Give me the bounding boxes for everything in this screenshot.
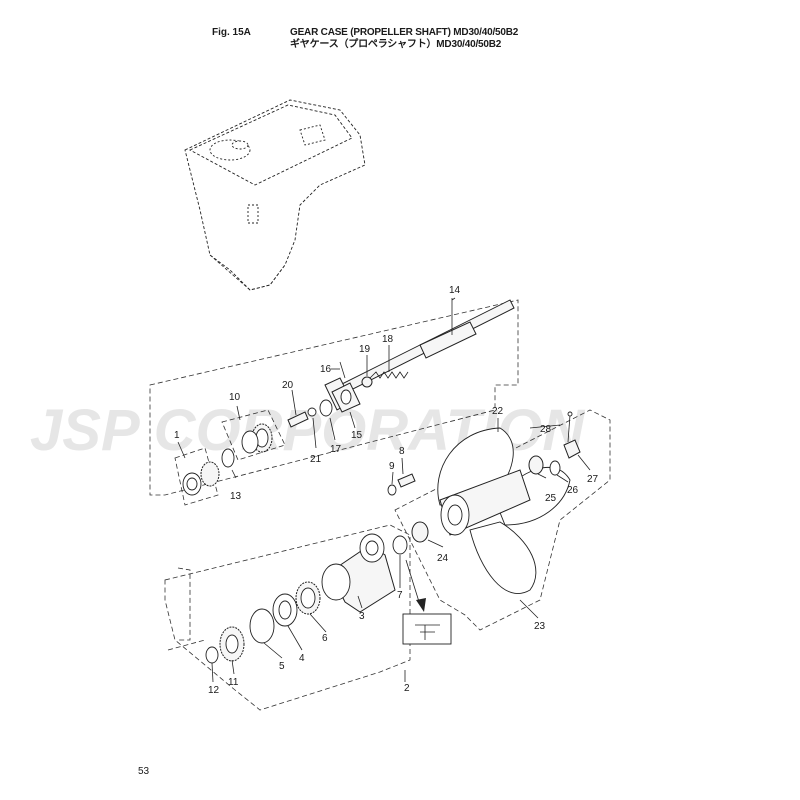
callout-20: 20 [282,380,294,391]
washer-12 [205,646,219,664]
washer-9 [387,484,397,496]
propeller-group-outline [394,409,611,631]
callout-9: 9 [389,461,395,472]
callout-15: 15 [351,430,363,441]
callout-14: 14 [449,285,461,296]
group-1-outline [174,447,219,506]
callout-22: 22 [492,406,504,417]
callout-1: 1 [174,430,180,441]
callout-18: 18 [382,334,394,345]
shaft-assembly-outline [149,299,519,496]
diagram-title: GEAR CASE (PROPELLER SHAFT) MD30/40/50B2 [290,27,519,38]
gear-11 [219,626,245,662]
o-ring-5 [249,608,275,644]
callout-13: 13 [230,491,242,502]
clutch-holder-19 [361,376,373,388]
tool-inset [402,613,452,645]
callout-11: 11 [228,677,239,688]
callout-2: 2 [404,683,410,694]
gear-10 [241,423,273,454]
cotter-pin-28 [567,414,571,443]
leader-lines [177,297,591,683]
ring-13 [221,448,235,468]
seal-7 [392,535,408,555]
callout-21: 21 [310,454,322,465]
callout-19: 19 [359,344,371,355]
ball-21 [307,407,317,417]
callout-17: 17 [330,444,342,455]
spring-18 [369,371,409,379]
clutch-dog-15 [331,382,361,413]
bearing-6 [295,581,321,615]
ball-bearing-4 [272,593,298,627]
callout-10: 10 [229,392,241,403]
spacer-24 [411,521,429,543]
callout-7: 7 [397,590,403,601]
callout-12: 12 [208,685,220,696]
left-bracket-outline [177,567,191,641]
arrow [405,559,421,606]
callout-24: 24 [437,553,449,564]
washer-26 [549,460,561,476]
callout-25: 25 [545,493,557,504]
propeller-22 [437,418,571,594]
plunger-20 [287,411,309,428]
figure-number: Fig. 15A [212,27,251,38]
callout-27: 27 [587,474,599,485]
bearing-housing-3 [321,533,396,613]
bearing-1 [182,461,220,496]
callout-6: 6 [322,633,328,644]
propeller-shaft-14 [324,298,515,411]
callout-8: 8 [399,446,405,457]
spacer-25 [528,455,544,475]
callout-4: 4 [299,653,305,664]
pin-16 [339,361,346,379]
callout-26: 26 [567,485,579,496]
gear-case-housing [184,99,366,291]
bearing-housing-outline [164,524,411,711]
callout-16: 16 [320,364,332,375]
bolt-8 [397,473,416,488]
callout-28: 28 [540,424,552,435]
callout-23: 23 [534,621,546,632]
callout-3: 3 [359,611,365,622]
page-number: 53 [138,766,150,777]
callout-5: 5 [279,661,285,672]
nut-27 [563,439,581,459]
diagram-title-japanese: ギヤケース（プロペラシャフト）MD30/40/50B2 [290,39,502,50]
ring-17 [319,399,333,417]
